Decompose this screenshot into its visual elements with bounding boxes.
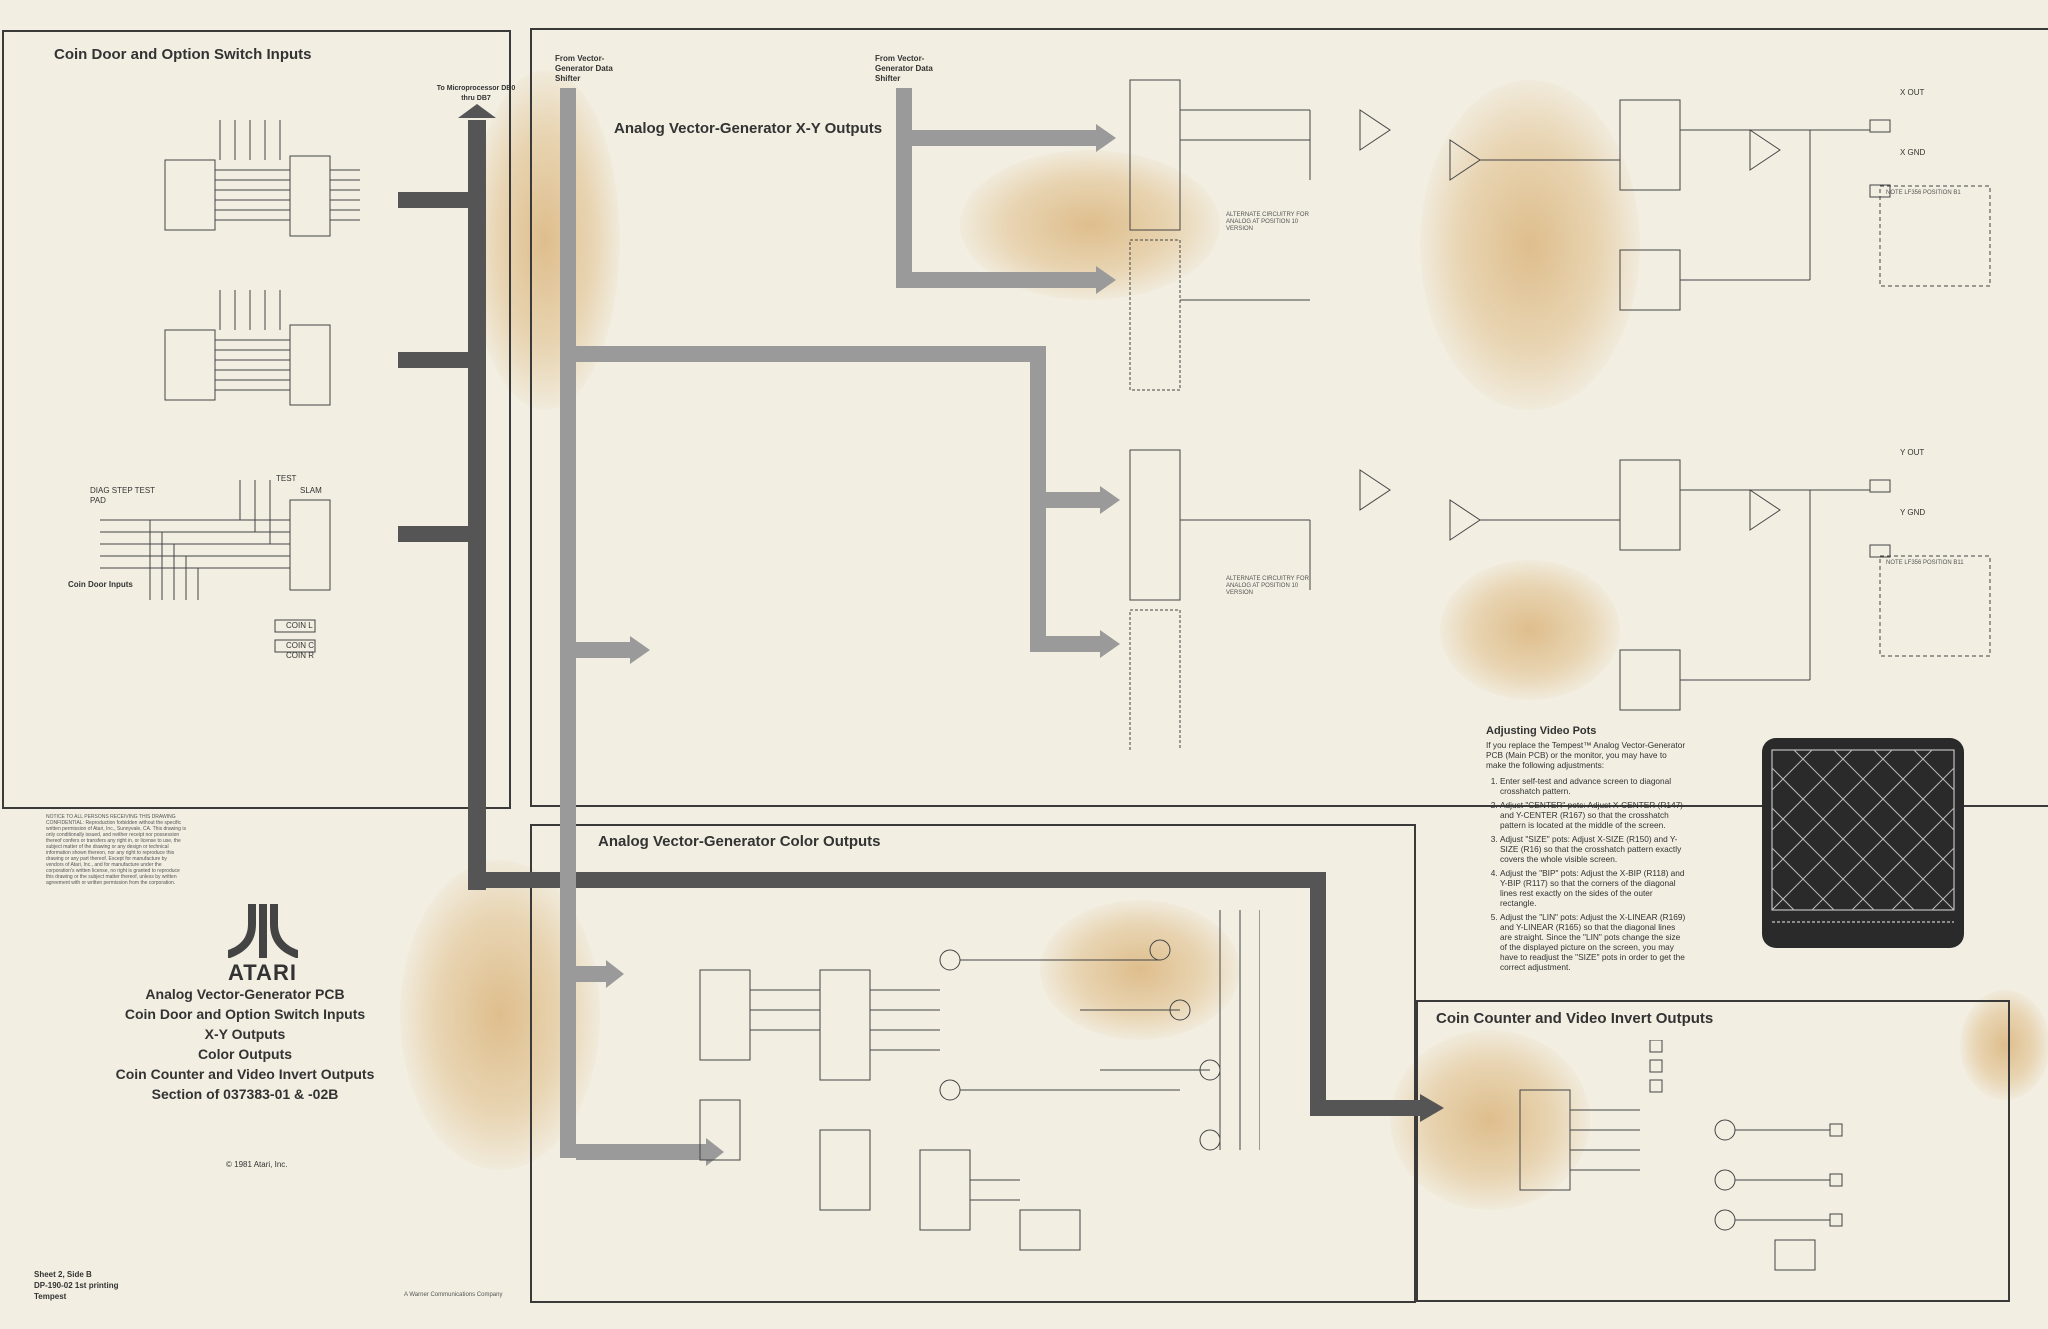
adjust-step: Adjust the "BIP" pots: Adjust the X-BIP … [1500, 868, 1686, 908]
bus-arrowhead [1100, 630, 1120, 658]
color-outputs-panel [530, 824, 1416, 1303]
vg-bus-xy-1 [896, 130, 1096, 146]
adjust-step: Adjust the "LIN" pots: Adjust the X-LINE… [1500, 912, 1686, 972]
doc-number: DP-190-02 1st printing [34, 1281, 119, 1290]
alt-circuit-note-2: ALTERNATE CIRCUITRY FOR ANALOG AT POSITI… [1226, 576, 1309, 596]
vg-shifter-label-2: From Vector-Generator Data Shifter [875, 54, 933, 83]
xy-schematic [1110, 50, 2010, 750]
vg-bus-color-2 [576, 1144, 706, 1160]
drawing-title-block: Analog Vector-Generator PCB Coin Door an… [110, 984, 380, 1104]
vg-bus-2 [896, 88, 912, 278]
atari-logo-icon [228, 904, 298, 965]
vg-bus-d9 [576, 642, 630, 658]
stain [1420, 80, 1640, 410]
copyright: © 1981 Atari, Inc. [226, 1160, 288, 1169]
bus-arrowhead [1100, 486, 1120, 514]
coin-r-label: COIN R [286, 651, 314, 660]
coin-l-label: COIN L [286, 621, 313, 630]
lf356-note-1: NOTE LF356 POSITION B1 [1886, 190, 1961, 196]
bus-arrowhead [630, 636, 650, 664]
adjust-step: Adjust "SIZE" pots: Adjust X-SIZE (R150)… [1500, 834, 1686, 864]
x-out-label: X OUT [1900, 88, 1925, 97]
color-outputs-title: Analog Vector-Generator Color Outputs [598, 833, 881, 850]
title-line: Coin Counter and Video Invert Outputs [115, 1066, 375, 1082]
coin-door-schematic [60, 100, 400, 660]
adjust-step: Enter self-test and advance screen to di… [1500, 776, 1686, 796]
vg-bus-y-h [576, 346, 1046, 362]
vg-shifter-label-1: From Vector-Generator Data Shifter [555, 54, 613, 83]
bus-arrowhead [706, 1138, 724, 1166]
stain [1440, 560, 1620, 700]
bus-to-coin-counter-v [1310, 872, 1326, 1116]
confidential-notice: NOTICE TO ALL PERSONS RECEIVING THIS DRA… [46, 814, 186, 886]
alt-circuit-note-1: ALTERNATE CIRCUITRY FOR ANALOG AT POSITI… [1226, 212, 1309, 232]
title-line: Analog Vector-Generator PCB [145, 986, 345, 1002]
color-schematic [620, 910, 1260, 1270]
slam-label: SLAM [300, 486, 322, 495]
microprocessor-bus-label: To Microprocessor DB0 thru DB7 [436, 85, 516, 102]
bus-to-coin-counter-h [484, 872, 1324, 888]
title-line: Coin Door and Option Switch Inputs [124, 1006, 366, 1022]
xy-outputs-title: Analog Vector-Generator X-Y Outputs [614, 120, 883, 137]
coin-door-inputs-label: Coin Door Inputs [68, 580, 133, 589]
adjusting-title: Adjusting Video Pots [1486, 725, 1597, 737]
adjust-step: Adjust "CENTER" pots: Adjust X-CENTER (R… [1500, 800, 1686, 830]
lf356-note-2: NOTE LF356 POSITION B11 [1886, 560, 1964, 566]
coin-door-panel [2, 30, 511, 809]
x-gnd-label: X GND [1900, 148, 1926, 157]
test-label: TEST [276, 474, 297, 483]
microprocessor-bus [468, 120, 486, 890]
bus-arrowhead [1096, 124, 1116, 152]
bus-branch-2 [398, 352, 470, 368]
adjusting-video-pots: Adjusting Video Pots If you replace the … [1486, 726, 1686, 976]
y-out-label: Y OUT [1900, 448, 1925, 457]
adjusting-intro: If you replace the Tempest™ Analog Vecto… [1486, 740, 1686, 770]
coin-door-title: Coin Door and Option Switch Inputs [54, 46, 312, 63]
warner-credit: A Warner Communications Company [404, 1292, 503, 1298]
title-line: X-Y Outputs [204, 1026, 286, 1042]
xy-outputs-panel [530, 28, 2048, 807]
title-line: Section of 037383-01 & -02B [151, 1086, 339, 1102]
coin-c-label: COIN C [286, 641, 314, 650]
bus-arrowhead [1096, 266, 1116, 294]
vg-bus-color-1 [576, 966, 606, 982]
crosshatch-monitor-image [1762, 738, 1964, 948]
bus-arrowhead-coin [1420, 1094, 1444, 1122]
title-line: Color Outputs [197, 1046, 293, 1062]
coin-counter-schematic [1500, 1040, 1980, 1280]
atari-logo-text: ATARI [228, 960, 297, 985]
diag-step-label: DIAG STEP TEST PAD [90, 486, 155, 505]
bus-branch-3 [398, 526, 470, 542]
vg-bus-y-1 [1030, 492, 1100, 508]
y-gnd-label: Y GND [1900, 508, 1926, 517]
bus-to-coin-counter-h2 [1310, 1100, 1420, 1116]
vg-bus-y-2 [1030, 636, 1100, 652]
stain [1040, 900, 1240, 1040]
vg-bus-xy-2 [896, 272, 1096, 288]
sheet-label: Sheet 2, Side B [34, 1270, 92, 1279]
coin-counter-panel [1416, 1000, 2010, 1302]
vg-bus-1 [560, 88, 576, 1158]
microprocessor-bus-arrowhead [458, 104, 496, 118]
bus-branch-1 [398, 192, 470, 208]
bus-arrowhead [606, 960, 624, 988]
coin-counter-title: Coin Counter and Video Invert Outputs [1436, 1010, 1714, 1027]
game-name: Tempest [34, 1292, 67, 1301]
stain [1960, 990, 2048, 1100]
